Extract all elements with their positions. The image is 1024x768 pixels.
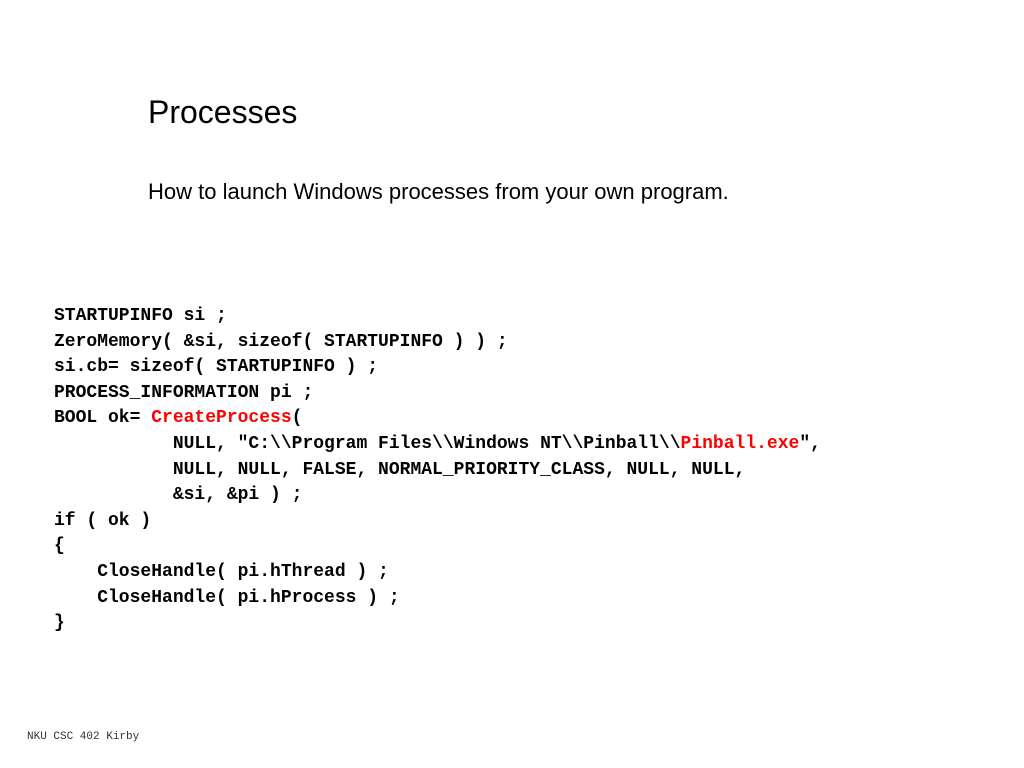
code-text: PROCESS_INFORMATION pi ; bbox=[54, 382, 314, 403]
code-text: BOOL ok= bbox=[54, 408, 152, 429]
code-text: CloseHandle( pi.hProcess ) ; bbox=[54, 587, 400, 608]
code-line: NULL, "C:\\Program Files\\Windows NT\\Pi… bbox=[54, 432, 821, 458]
code-text: &si, &pi ) ; bbox=[54, 485, 303, 506]
code-line: } bbox=[54, 611, 821, 637]
code-text: NULL, NULL, FALSE, NORMAL_PRIORITY_CLASS… bbox=[54, 459, 746, 480]
code-text: } bbox=[54, 613, 65, 634]
code-text: NULL, "C:\\Program Files\\Windows NT\\Pi… bbox=[54, 433, 681, 454]
code-line: CloseHandle( pi.hProcess ) ; bbox=[54, 586, 821, 612]
code-line: BOOL ok= CreateProcess( bbox=[54, 406, 821, 432]
code-text: if ( ok ) bbox=[54, 510, 152, 531]
code-text: si.cb= sizeof( STARTUPINFO ) ; bbox=[54, 357, 379, 378]
code-line: if ( ok ) bbox=[54, 509, 821, 535]
code-line: PROCESS_INFORMATION pi ; bbox=[54, 381, 821, 407]
code-highlight: CreateProcess bbox=[151, 408, 292, 429]
slide-footer: NKU CSC 402 Kirby bbox=[27, 731, 140, 743]
code-text: STARTUPINFO si ; bbox=[54, 306, 227, 326]
code-line: NULL, NULL, FALSE, NORMAL_PRIORITY_CLASS… bbox=[54, 458, 821, 484]
code-block: STARTUPINFO si ; ZeroMemory( &si, sizeof(… bbox=[54, 304, 821, 637]
code-line: CloseHandle( pi.hThread ) ; bbox=[54, 560, 821, 586]
code-text: { bbox=[54, 536, 65, 557]
code-line: &si, &pi ) ; bbox=[54, 483, 821, 509]
code-line: { bbox=[54, 534, 821, 560]
code-line: si.cb= sizeof( STARTUPINFO ) ; bbox=[54, 355, 821, 381]
code-text: CloseHandle( pi.hThread ) ; bbox=[54, 561, 389, 582]
slide-subtitle: How to launch Windows processes from you… bbox=[148, 179, 729, 204]
code-line: ZeroMemory( &si, sizeof( STARTUPINFO ) )… bbox=[54, 330, 821, 356]
code-text: ", bbox=[799, 433, 821, 454]
code-text: ( bbox=[291, 408, 303, 429]
code-line: STARTUPINFO si ; bbox=[54, 304, 821, 330]
code-text: ZeroMemory( &si, sizeof( STARTUPINFO ) )… bbox=[54, 331, 508, 352]
slide-title: Processes bbox=[148, 94, 298, 130]
code-highlight: Pinball.exe bbox=[680, 433, 800, 454]
